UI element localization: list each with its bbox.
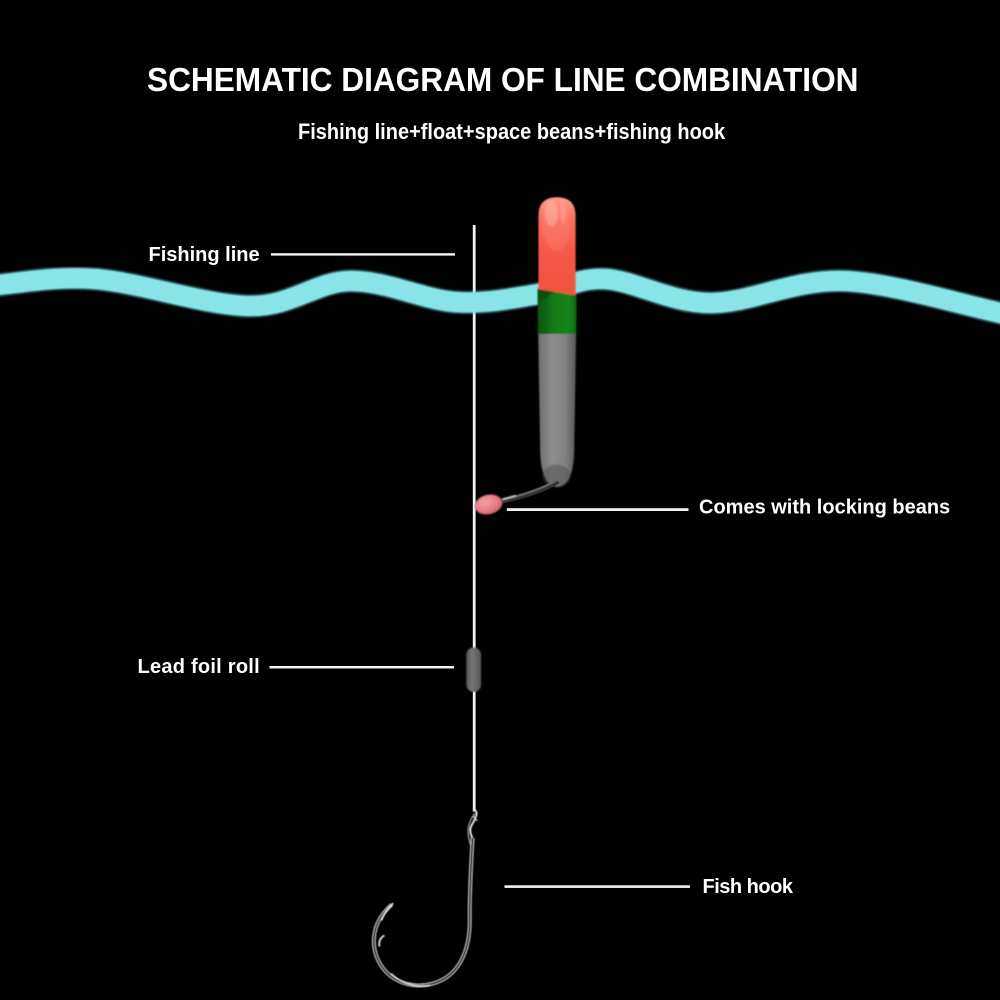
svg-text:Fishing line+float+space beans: Fishing line+float+space beans+fishing h… [298, 120, 725, 144]
svg-text:Fish hook: Fish hook [703, 876, 794, 898]
svg-text:Lead foil roll: Lead foil roll [138, 656, 260, 678]
svg-text:SCHEMATIC DIAGRAM OF LINE COMB: SCHEMATIC DIAGRAM OF LINE COMBINATION [147, 61, 858, 98]
svg-text:Comes with locking beans: Comes with locking beans [699, 497, 950, 519]
svg-text:Fishing line: Fishing line [149, 244, 260, 266]
